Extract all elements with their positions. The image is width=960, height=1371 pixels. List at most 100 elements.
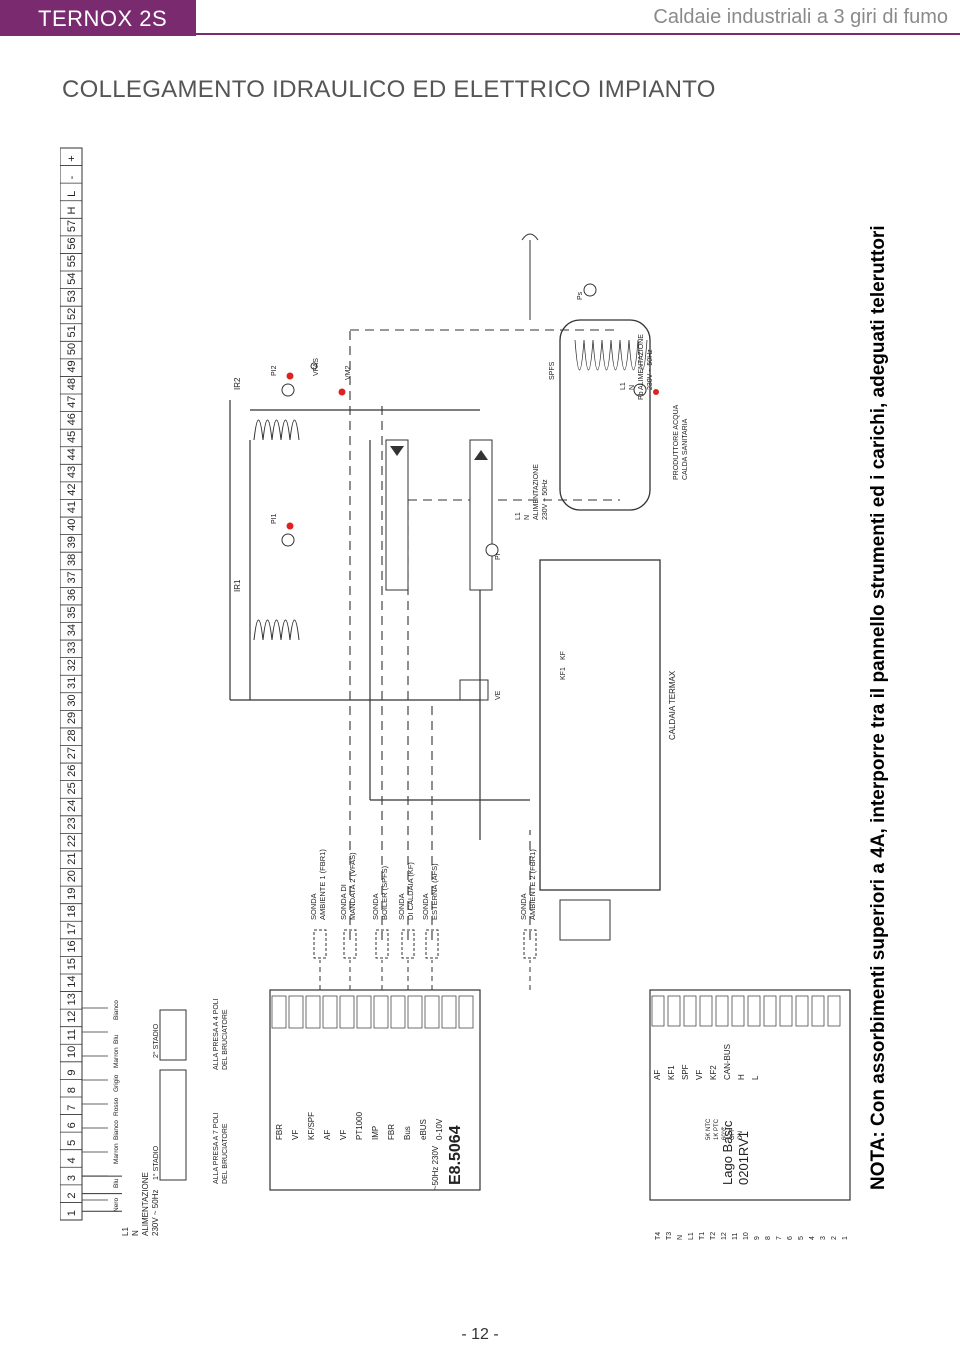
controller-connector	[288, 995, 304, 1029]
note-text: NOTA: Con assorbimenti superiori a 4A, i…	[868, 225, 889, 1190]
controller-connector	[322, 995, 338, 1029]
pump-label: Ps	[577, 291, 584, 300]
terminal-label: 34	[66, 624, 78, 636]
sensor-label: SONDA	[371, 893, 380, 920]
dhw-pump-ps	[583, 283, 597, 297]
terminal-label: 23	[66, 817, 78, 829]
controller-terminal: Bus	[403, 1126, 412, 1140]
dhw-coil-loop	[619, 339, 630, 371]
terminal-label: L	[66, 191, 78, 197]
controller-id: E8.5064	[447, 1125, 464, 1185]
controller-terminal: PT1000	[355, 1111, 364, 1140]
burner-plug-label: ALLA PRESA A 4 POLI	[213, 998, 220, 1070]
sensor-label: AMBIENTE 2 (FBR1)	[528, 849, 537, 920]
controller-terminal: eBUS	[419, 1119, 428, 1140]
dhw-supply-label: L1	[620, 382, 627, 390]
page-number: - 12 -	[461, 1326, 499, 1343]
valve-tag: VM2	[345, 366, 352, 381]
terminal-label: 36	[66, 589, 78, 601]
coil-loop	[253, 419, 264, 441]
hydraulic-separator-2	[469, 439, 493, 591]
terminal-label: 37	[66, 571, 78, 583]
terminal-label: 53	[66, 290, 78, 302]
terminal-label: 4	[66, 1157, 78, 1163]
lago-terminal: SPF	[681, 1064, 690, 1080]
sensor-label: SONDA	[421, 893, 430, 920]
radiant-circuit-1	[253, 619, 300, 641]
terminal-label: 40	[66, 519, 78, 531]
lago-connector	[699, 995, 713, 1027]
dhw-coil-loop	[583, 339, 594, 371]
controller-connector	[441, 995, 457, 1029]
terminal-label: 44	[66, 448, 78, 460]
sensor-label: ESTERNA (AFS)	[430, 863, 439, 920]
coil-loop	[280, 619, 291, 641]
lago-output: 2	[831, 1236, 838, 1240]
lago-output: L1	[688, 1232, 695, 1240]
terminal-label: 55	[66, 255, 78, 267]
header-rule	[196, 33, 960, 35]
dhw-coil-loop	[574, 339, 585, 371]
controller-connector	[407, 995, 423, 1029]
wire-color-label: Nero	[113, 1198, 120, 1212]
lago-terminal: H	[737, 1074, 746, 1080]
sensor-probe	[425, 929, 439, 959]
sensor-probe	[343, 929, 357, 959]
circuit-label: IR1	[233, 579, 242, 592]
power-supply-label: 230V ~ 50Hz	[151, 1190, 160, 1236]
coil-loop	[271, 619, 282, 641]
coil-loop	[262, 419, 273, 441]
pump-label: Pb	[638, 391, 645, 400]
pump-power-dot	[286, 372, 294, 380]
lago-connector	[811, 995, 825, 1027]
boiler-pump-pr	[485, 543, 499, 557]
pump-power-dot	[653, 389, 659, 395]
terminal-label: 18	[66, 905, 78, 917]
flow-sensor-vfas	[310, 362, 318, 370]
lago-code: 1K PTC	[714, 1118, 720, 1140]
terminal-label: 20	[66, 870, 78, 882]
boiler-body	[539, 559, 661, 891]
wire-color-label: Rosso	[113, 1097, 120, 1116]
power-supply-label: N	[131, 1230, 140, 1236]
terminal-label: 52	[66, 308, 78, 320]
controller-connector	[458, 995, 474, 1029]
dhw-supply-label: 230V ~ 50Hz	[647, 349, 654, 390]
flow-arrow-down-icon	[390, 446, 404, 456]
controller-terminal: FBR	[275, 1124, 284, 1140]
lago-connector	[651, 995, 665, 1027]
coil-loop	[289, 619, 300, 641]
lago-output: 1	[842, 1236, 849, 1240]
terminal-label: 16	[66, 940, 78, 952]
terminal-label: 43	[66, 466, 78, 478]
lago-code: ON	[738, 1131, 744, 1140]
dhw-coil-loop	[610, 339, 621, 371]
terminal-label: 6	[66, 1122, 78, 1128]
coil-loop	[289, 419, 300, 441]
pump-label: PI1	[271, 513, 278, 524]
lago-connector	[779, 995, 793, 1027]
power-supply-label: ALIMENTAZIONE	[141, 1172, 150, 1236]
lago-output: T1	[699, 1232, 706, 1240]
controller-supply: ~50Hz 230V	[431, 1145, 440, 1190]
header-subtitle: Caldaie industriali a 3 giri di fumo	[653, 6, 948, 28]
lago-output: 7	[776, 1236, 783, 1240]
dhw-coil-loop	[637, 339, 648, 371]
terminal-label: -	[66, 175, 78, 179]
terminal-label: H	[66, 207, 78, 215]
terminal-label: 17	[66, 923, 78, 935]
sensor-label: SONDA	[519, 893, 528, 920]
burner-plug-label: DEL BRUCIATORE	[222, 1123, 229, 1184]
pump-label: Pr	[495, 552, 502, 560]
terminal-label: 39	[66, 536, 78, 548]
terminal-label: 19	[66, 888, 78, 900]
wiring-diagram-svg: 1234567891011121314151617181920212223242…	[59, 147, 851, 1240]
lago-code: 5K NTC	[706, 1118, 712, 1140]
dhw-label: PRODUTTORE ACQUA	[673, 404, 680, 480]
radiant-circuit-2	[253, 419, 300, 441]
sensor-label: DI CALDAIA (KF)	[406, 862, 415, 920]
terminal-label: 47	[66, 396, 78, 408]
terminal-label: 9	[66, 1069, 78, 1075]
